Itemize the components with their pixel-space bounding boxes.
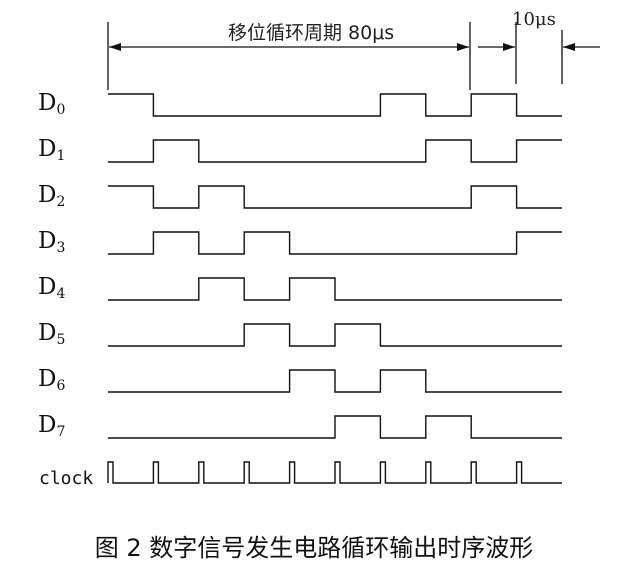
waveforms	[107, 93, 562, 484]
signal-label-d6: D6	[38, 366, 66, 394]
signal-label-d2: D2	[38, 182, 66, 210]
waveform-d2	[108, 185, 562, 209]
waveform-d5	[108, 323, 562, 347]
signal-label-d7: D7	[38, 412, 66, 440]
interval-label: 10μs	[512, 9, 556, 30]
clock-label: clock	[39, 468, 94, 489]
waveform-d1	[108, 139, 562, 163]
waveform-d7	[108, 415, 562, 439]
signal-label-d5: D5	[38, 320, 66, 348]
waveform-d4	[108, 277, 562, 301]
waveform-d0	[108, 93, 562, 117]
signal-label-d1: D1	[38, 136, 66, 164]
signal-label-d0: D0	[38, 90, 66, 118]
waveform-clock	[107, 461, 562, 484]
figure-caption: 图 2 数字信号发生电路循环输出时序波形	[94, 534, 534, 562]
signal-label-d3: D3	[38, 228, 66, 256]
waveform-d6	[108, 369, 562, 393]
waveform-d3	[108, 231, 562, 255]
signal-label-d4: D4	[38, 274, 66, 302]
period-label: 移位循环周期 80μs	[228, 22, 395, 44]
